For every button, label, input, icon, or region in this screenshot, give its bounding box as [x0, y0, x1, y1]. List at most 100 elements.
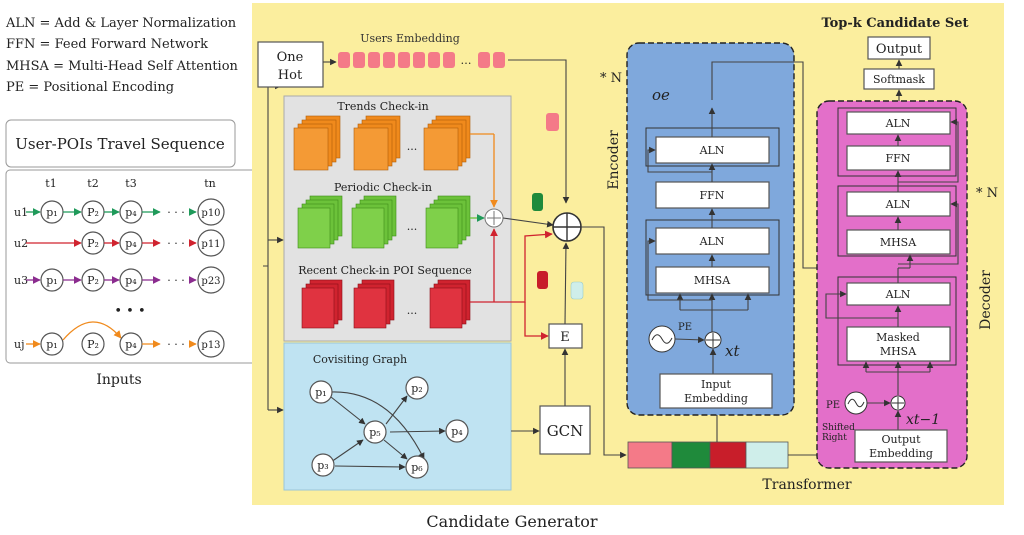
input-embedding-label: Input — [701, 378, 732, 391]
masked-mhsa-label: Masked — [876, 331, 920, 344]
svg-text:p₁: p₁ — [315, 386, 326, 399]
decoder-label: Decoder — [978, 270, 994, 330]
svg-text:...: ... — [407, 304, 418, 317]
svg-text:p₁: p₁ — [46, 338, 57, 351]
svg-text:p₄: p₄ — [125, 274, 137, 287]
svg-text:P₂: P₂ — [87, 237, 99, 250]
output-embedding-box — [854, 429, 948, 463]
svg-text:...: ... — [407, 220, 418, 233]
graph-node — [309, 380, 333, 404]
decoder-aln1: ALN — [885, 117, 911, 130]
output-label: Output — [876, 42, 923, 57]
graph: p₁ p₂ p₅ p₄ p₃ p₆ — [309, 376, 469, 479]
softmask-box — [863, 68, 935, 90]
sequence-dots: · · · — [167, 338, 184, 351]
last-poi: p10 — [201, 208, 220, 219]
masked-mhsa-box — [846, 326, 951, 362]
user-label: u2 — [14, 237, 28, 250]
transformer-input-vector — [627, 441, 789, 469]
rows-ellipsis: • • • — [114, 304, 145, 319]
periodic-token — [532, 193, 543, 211]
encoder-aln-mid-box — [655, 227, 770, 255]
graph-token — [570, 281, 584, 300]
svg-text:P₂: P₂ — [87, 206, 99, 219]
svg-text:p₆: p₆ — [411, 461, 423, 474]
softmask-label: Softmask — [873, 73, 925, 86]
legend: ALN = Add & Layer Normalization FFN = Fe… — [5, 16, 239, 95]
trends-stacks — [293, 115, 471, 171]
periodic-stacks — [297, 195, 471, 249]
sequence-title: User-POIs Travel Sequence — [15, 135, 225, 153]
graph-node — [445, 419, 469, 443]
sequence-dots: · · · — [167, 206, 184, 219]
svg-text:p₁: p₁ — [46, 274, 57, 287]
legend-mhsa: MHSA = Multi-Head Self Attention — [6, 59, 239, 74]
output-embedding-label: Output — [881, 433, 921, 446]
encoder-aln-top: ALN — [699, 144, 725, 157]
decoder-sublayer — [837, 185, 957, 257]
time-label: tn — [204, 177, 216, 190]
decoder-aln2: ALN — [885, 198, 911, 211]
periodic-label: Periodic Check-in — [334, 181, 432, 194]
legend-ffn: FFN = Feed Forward Network — [6, 37, 208, 52]
last-poi: p23 — [201, 276, 220, 287]
graph-node — [405, 455, 429, 479]
recent-label: Recent Check-in POI Sequence — [298, 264, 472, 277]
transformer-label: Transformer — [762, 477, 851, 493]
users-embedding-vector: … — [338, 52, 505, 68]
svg-text:p₂: p₂ — [411, 382, 422, 395]
topk-title: Top-k Candidate Set — [821, 16, 968, 31]
decoder-pe: PE — [826, 400, 840, 411]
recent-token — [537, 271, 548, 289]
graph-node — [363, 420, 387, 444]
encoder-times-n: * N — [600, 71, 622, 86]
svg-text:p₄: p₄ — [451, 425, 463, 438]
decoder-xt1: xt−1 — [906, 412, 940, 428]
svg-text:…: … — [461, 54, 472, 67]
user-label: uj — [14, 338, 25, 351]
input-embedding-label: Embedding — [684, 392, 748, 405]
shifted-right-label: Right — [822, 433, 847, 443]
output-box — [867, 36, 931, 60]
svg-text:p₃: p₃ — [317, 459, 328, 472]
user-label: u1 — [14, 206, 28, 219]
svg-text:p₄: p₄ — [125, 206, 137, 219]
user-label: u3 — [14, 274, 28, 287]
decoder-times-n: * N — [976, 186, 998, 201]
covisiting-label: Covisiting Graph — [313, 353, 407, 366]
sequence-dots: · · · — [167, 237, 184, 250]
svg-text:p₄: p₄ — [125, 237, 137, 250]
gcn-label: GCN — [547, 422, 584, 440]
encoder-label: Encoder — [606, 130, 622, 190]
shifted-right-label: Shifted — [822, 423, 855, 433]
encoder-aln-mid: ALN — [699, 235, 725, 248]
legend-aln: ALN = Add & Layer Normalization — [5, 16, 237, 31]
decoder-mhsa: MHSA — [880, 236, 917, 249]
time-label: t1 — [45, 177, 56, 190]
svg-text:p₅: p₅ — [369, 426, 380, 439]
encoder-ffn: FFN — [700, 189, 725, 202]
trends-label: Trends Check-in — [337, 100, 428, 113]
gcn-box — [539, 405, 591, 455]
sequence-title-box — [5, 119, 236, 168]
encoder-pe: PE — [678, 322, 692, 333]
graph-node — [311, 453, 335, 477]
decoder-mhsa-box — [846, 229, 951, 255]
svg-text:p₁: p₁ — [46, 206, 57, 219]
last-poi: p11 — [201, 239, 220, 250]
graph-node — [405, 376, 429, 400]
candidate-generator-caption: Candidate Generator — [426, 512, 597, 531]
input-embedding-box — [659, 373, 773, 409]
sequence-dots: · · · — [167, 274, 184, 287]
one-hot-label: Hot — [278, 68, 303, 83]
e-label: E — [560, 330, 570, 345]
encoder-xt: xt — [725, 342, 740, 360]
decoder-aln1-box — [846, 111, 951, 135]
output-embedding-label: Embedding — [869, 447, 933, 460]
legend-pe: PE = Positional Encoding — [6, 80, 174, 95]
inputs-panel: User-POIs Travel Sequence Inputs t1 t2 t… — [5, 119, 264, 388]
decoder-ffn: FFN — [886, 152, 911, 165]
masked-mhsa-label: MHSA — [880, 345, 917, 358]
encoder-mhsa: MHSA — [694, 274, 731, 287]
